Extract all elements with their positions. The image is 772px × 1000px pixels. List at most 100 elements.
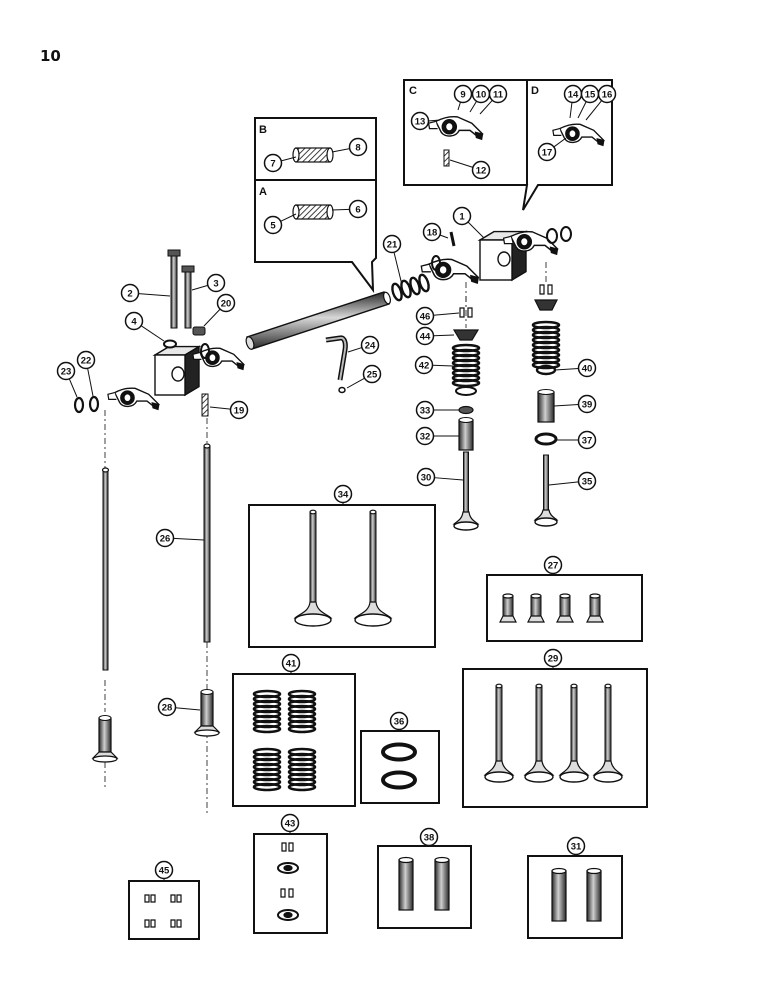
callout-number: 43	[285, 818, 296, 829]
guide-body	[398, 859, 414, 911]
guide-top	[398, 856, 414, 864]
leader-line	[331, 208, 350, 211]
valve-face	[559, 771, 589, 783]
leader-line	[138, 293, 171, 297]
leader-line	[427, 119, 441, 122]
rocker-bore-inner	[123, 393, 132, 403]
rod-end	[203, 443, 211, 449]
valve-head	[592, 760, 624, 776]
tappet-foot	[499, 615, 517, 623]
guide-top	[458, 417, 474, 423]
shaft-plug-18	[449, 231, 456, 247]
stem-tip	[535, 683, 543, 689]
callout-27: 27	[543, 555, 563, 575]
callout-28: 28	[157, 697, 201, 717]
callout-33: 33	[415, 400, 459, 420]
callout-17: 17	[537, 137, 567, 162]
washer-22	[88, 395, 100, 413]
valve-keepers	[539, 284, 553, 295]
callout-number: 28	[162, 702, 173, 713]
nut-20	[192, 326, 206, 336]
guide-top	[551, 867, 567, 875]
callout-number: 30	[421, 472, 432, 483]
kit-34-valve-1	[293, 509, 333, 627]
shaft-spring-coil	[409, 276, 421, 296]
rocker-tip	[474, 131, 484, 141]
callout-6: 6	[331, 199, 368, 219]
rod-end	[101, 467, 110, 473]
rocker-arm-c	[427, 115, 484, 141]
leader-line	[87, 368, 94, 397]
bolt-head	[181, 265, 195, 273]
leader-line	[434, 477, 464, 481]
kit-31-guide-1	[551, 867, 567, 922]
leader-line	[191, 284, 208, 291]
rocker-adjuster-end	[107, 392, 117, 400]
kit-41-spring-1	[252, 689, 282, 734]
callout-number: 22	[81, 355, 92, 366]
spring-coil	[252, 724, 282, 734]
callout-circle	[124, 311, 144, 331]
valve-keepers-46	[459, 307, 473, 318]
washer-4	[163, 339, 177, 349]
callout-circle	[577, 471, 597, 491]
spring-coil	[287, 724, 317, 734]
tappet-body	[589, 595, 601, 617]
callout-number: 10	[476, 89, 487, 100]
callout-10: 10	[469, 84, 491, 113]
inset-cd-frame	[403, 79, 613, 211]
leader-line	[203, 308, 221, 327]
callout-circle	[56, 361, 76, 381]
callout-circle	[333, 484, 353, 504]
tappet-foot	[586, 615, 604, 623]
callout-34: 34	[333, 484, 353, 505]
callout-circle	[360, 335, 380, 355]
callout-43: 43	[280, 813, 300, 834]
callout-circle	[216, 293, 236, 313]
bolt-head	[167, 249, 181, 257]
inset-ab-frame	[254, 117, 377, 294]
callout-13: 13	[410, 111, 430, 131]
spring-seat-40	[535, 364, 557, 376]
rocker-bore-inner	[568, 129, 577, 139]
callout-number: 23	[61, 366, 72, 377]
push-rod-left	[102, 469, 109, 671]
valve-guide-39	[537, 391, 555, 423]
tappet-foot	[556, 615, 574, 623]
callout-number: 45	[159, 865, 170, 876]
callout-11: 11	[479, 84, 508, 115]
shaft-washer	[560, 226, 572, 242]
rocker-tip	[236, 362, 245, 371]
callout-circle	[415, 400, 435, 420]
rocker-adjuster-end	[552, 128, 562, 136]
valve-head	[353, 601, 393, 619]
rocker-bore-inner	[520, 237, 529, 247]
valve-seal-33	[458, 405, 474, 415]
tappet-top	[98, 715, 112, 721]
stem-tip	[604, 683, 612, 689]
valve-head	[533, 509, 559, 521]
tappet-left	[91, 715, 119, 763]
kit-43-keepers	[280, 888, 294, 898]
rocker-tip	[469, 274, 479, 284]
push-rod-26	[203, 445, 211, 643]
kit-31-guide-2	[586, 867, 602, 922]
shaft-spring-coil	[391, 282, 403, 302]
callout-number: 6	[355, 204, 360, 215]
shaft-washer	[431, 255, 441, 271]
valve-head	[452, 511, 480, 525]
valve-face	[294, 613, 332, 627]
kit-29-valve-2	[523, 683, 555, 783]
valve-head	[523, 760, 555, 776]
callout-16: 16	[585, 84, 617, 121]
callout-7: 7	[263, 153, 297, 173]
leader-line	[439, 234, 449, 239]
tappet-top	[559, 593, 571, 599]
kit-27-tappet-2	[527, 593, 545, 623]
callout-circle	[577, 430, 597, 450]
rocker-tip	[151, 402, 160, 411]
callout-number: 41	[286, 658, 297, 669]
valve-head	[293, 601, 333, 619]
rocker-arm-left-end	[107, 387, 160, 411]
tappet-body	[530, 595, 542, 617]
